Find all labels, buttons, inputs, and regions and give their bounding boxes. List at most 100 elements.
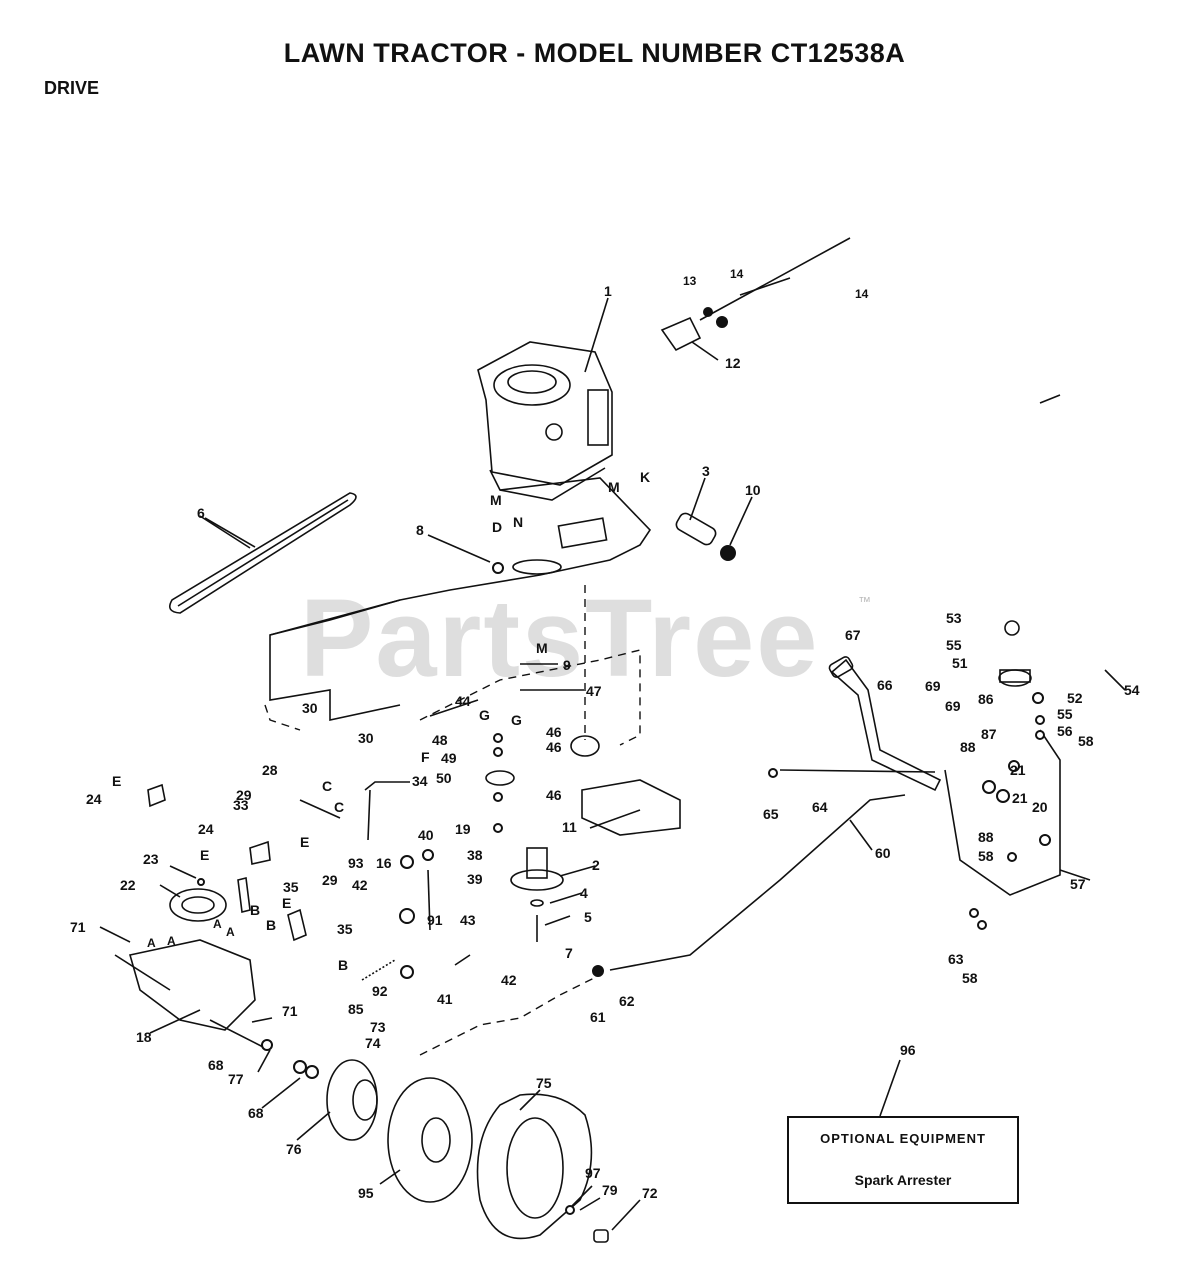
callout-44: 44	[455, 693, 471, 709]
callout-65: 65	[763, 806, 779, 822]
callout-14a: 14	[730, 267, 744, 281]
callout-40: 40	[418, 827, 434, 843]
callout-47: 47	[586, 683, 602, 699]
optional-equipment-heading: OPTIONAL EQUIPMENT	[820, 1131, 986, 1146]
callout-35b: 35	[337, 921, 353, 937]
callout-55b: 55	[1057, 706, 1073, 722]
part-glyphs	[114, 237, 1061, 1243]
leader-lines	[99, 297, 1126, 1231]
callout-6: 6	[197, 505, 205, 521]
callout-69a: 69	[925, 678, 941, 694]
callout-74: 74	[365, 1035, 381, 1051]
callout-8: 8	[416, 522, 424, 538]
callout-30b: 30	[358, 730, 374, 746]
engine-part[interactable]	[477, 341, 613, 501]
callout-62: 62	[619, 993, 635, 1009]
callout-88a: 88	[960, 739, 976, 755]
callout-58b: 58	[978, 848, 994, 864]
callout-43: 43	[460, 912, 476, 928]
callout-67: 67	[845, 627, 861, 643]
callout-46b: 46	[546, 739, 562, 755]
callout-10: 10	[745, 482, 761, 498]
callout-61: 61	[590, 1009, 606, 1025]
callout-21a: 21	[1010, 762, 1026, 778]
svg-text:G: G	[479, 707, 490, 723]
callout-77: 77	[228, 1071, 244, 1087]
callout-11: 11	[562, 819, 577, 835]
callout-97: 97	[585, 1165, 601, 1181]
svg-text:E: E	[112, 773, 121, 789]
watermark-trademark: ™	[858, 594, 871, 609]
callout-60: 60	[875, 845, 891, 861]
callout-55a: 55	[946, 637, 962, 653]
callout-22: 22	[120, 877, 136, 893]
callout-58a: 58	[1078, 733, 1094, 749]
callout-labels: 1 2 3 4 5 6 7 8 9 10 11 12 13 14 14 16 1…	[70, 267, 1140, 1201]
watermark: PartsTree	[300, 577, 820, 700]
callout-54: 54	[1124, 682, 1140, 698]
callout-69b: 69	[945, 698, 961, 714]
callout-64: 64	[812, 799, 828, 815]
svg-text:C: C	[322, 778, 332, 794]
callout-1: 1	[604, 283, 612, 299]
callout-28: 28	[262, 762, 278, 778]
callout-12: 12	[725, 355, 741, 371]
callout-56: 56	[1057, 723, 1073, 739]
callout-85: 85	[348, 1001, 364, 1017]
svg-text:B: B	[338, 957, 348, 973]
svg-text:A: A	[213, 917, 222, 931]
callout-35a: 35	[283, 879, 299, 895]
callout-58c: 58	[962, 970, 978, 986]
svg-text:A: A	[226, 925, 235, 939]
callout-30a: 30	[302, 700, 318, 716]
callout-21b: 21	[1012, 790, 1028, 806]
callout-33: 33	[233, 797, 249, 813]
callout-76: 76	[286, 1141, 302, 1157]
callout-4: 4	[580, 885, 588, 901]
callout-72: 72	[642, 1185, 658, 1201]
svg-text:E: E	[282, 895, 291, 911]
callout-38: 38	[467, 847, 483, 863]
callout-29a: 29	[236, 787, 252, 803]
callout-95: 95	[358, 1185, 374, 1201]
section-label: DRIVE	[44, 78, 100, 98]
frame-part	[264, 477, 652, 1056]
callout-71a: 71	[70, 919, 86, 935]
svg-text:M: M	[608, 479, 620, 495]
callout-24a: 24	[86, 791, 102, 807]
callout-68b: 68	[248, 1105, 264, 1121]
callout-91: 91	[427, 912, 443, 928]
callout-66: 66	[877, 677, 893, 693]
callout-87: 87	[981, 726, 997, 742]
drive-belt-part[interactable]	[169, 492, 357, 614]
optional-equipment-box: OPTIONAL EQUIPMENT Spark Arrester	[787, 1116, 1019, 1204]
callout-49: 49	[441, 750, 457, 766]
hardware-dots	[197, 562, 1051, 1215]
callout-46c: 46	[546, 787, 562, 803]
callout-96: 96	[900, 1042, 916, 1058]
callout-20: 20	[1032, 799, 1048, 815]
callout-50: 50	[436, 770, 452, 786]
svg-text:K: K	[640, 469, 650, 485]
svg-text:M: M	[536, 640, 548, 656]
callout-24b: 24	[198, 821, 214, 837]
callout-42a: 42	[352, 877, 368, 893]
callout-23: 23	[143, 851, 159, 867]
callout-52: 52	[1067, 690, 1083, 706]
callout-75: 75	[536, 1075, 552, 1091]
callout-63: 63	[948, 951, 964, 967]
callout-13: 13	[683, 274, 697, 288]
svg-text:A: A	[167, 934, 176, 948]
svg-text:D: D	[492, 519, 502, 535]
svg-text:M: M	[490, 492, 502, 508]
svg-text:E: E	[300, 834, 309, 850]
svg-text:N: N	[513, 514, 523, 530]
callout-41: 41	[437, 991, 453, 1007]
callout-19: 19	[455, 821, 471, 837]
callout-9: 9	[563, 657, 571, 673]
callout-7: 7	[565, 945, 573, 961]
callout-48: 48	[432, 732, 448, 748]
callout-73: 73	[370, 1019, 386, 1035]
callout-18: 18	[136, 1029, 152, 1045]
